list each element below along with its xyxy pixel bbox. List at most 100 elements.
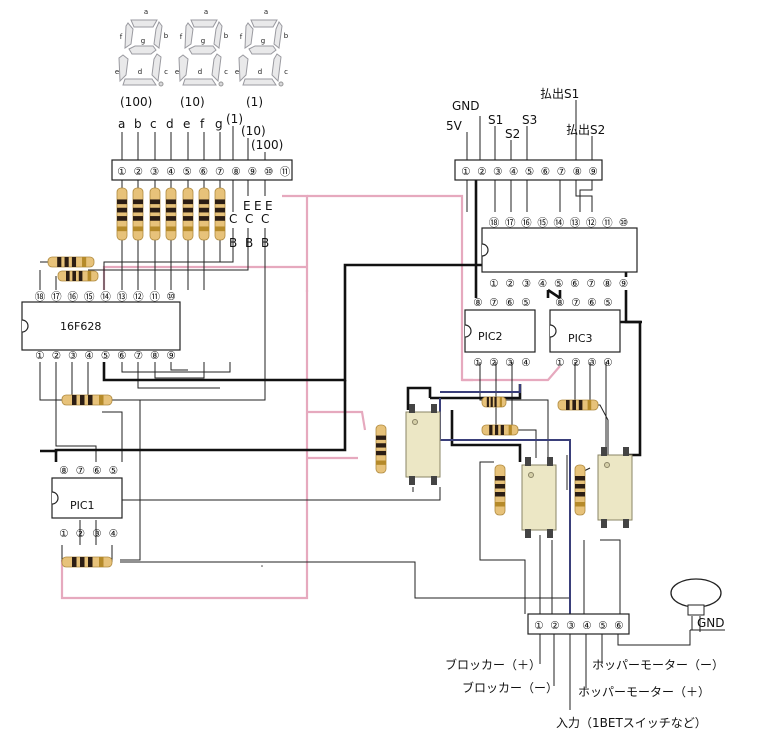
chip-top-pin-6: ⑬ — [117, 291, 128, 303]
resistor — [494, 464, 506, 516]
transistor-leg — [601, 447, 607, 456]
digit-label-10: (10) — [180, 95, 205, 109]
chip-bottom-pin-5: ⑤ — [101, 350, 110, 362]
top-pin-1: ① — [117, 166, 126, 178]
chip-bottom-pin-7: ⑦ — [586, 278, 595, 290]
chip-top-pin-4: ⑤ — [521, 297, 530, 309]
resistor-band — [117, 216, 127, 221]
top-pin-7: ⑦ — [215, 166, 224, 178]
chip-top-pin-4: ⑤ — [109, 465, 118, 477]
resistor-body — [182, 187, 194, 241]
chip-bottom-pin-8: ⑧ — [603, 278, 612, 290]
chip-top-pin-1: ⑧ — [59, 465, 68, 477]
e-label-2: E — [254, 199, 262, 213]
chip-notch — [549, 324, 557, 338]
decimal-point — [158, 81, 164, 87]
segment-g — [188, 45, 217, 55]
chip-top-pin-4: ⑮ — [537, 217, 548, 229]
resistor-band — [489, 425, 493, 435]
resistor-body — [214, 187, 226, 241]
chip-top-pin-7: ⑫ — [133, 291, 144, 303]
transistor-leg — [409, 476, 415, 485]
top-connector-body — [111, 159, 293, 181]
resistor-band — [508, 425, 512, 435]
resistor-body — [198, 187, 210, 241]
right-connector-labels: GND 5V S1 S2 S3 払出S1 払出S2 — [446, 87, 605, 141]
chip-bottom-pin-3: ③ — [505, 357, 514, 369]
chip-bottom-pin-7: ⑦ — [134, 350, 143, 362]
resistor — [57, 270, 99, 282]
segment-letter-a: a — [204, 8, 208, 16]
resistor-band — [490, 397, 493, 407]
chip-top-pin-1: ⑧ — [473, 297, 482, 309]
transistor-leg — [409, 404, 415, 413]
top-pin-3: ③ — [150, 166, 159, 178]
transistor-leg — [547, 457, 553, 466]
resistor-band — [575, 502, 585, 507]
e-label-1: E — [243, 199, 251, 213]
transistor-leg — [431, 476, 437, 485]
right-connector-body — [454, 159, 603, 181]
segment-letter-c: c — [284, 68, 288, 76]
segment-g — [248, 45, 277, 55]
top-pin-11: ⑪ — [280, 166, 291, 178]
resistor-body — [494, 464, 506, 516]
transistor-leg — [623, 447, 629, 456]
chip-bottom-pin-4: ④ — [84, 350, 93, 362]
segment-b — [153, 21, 163, 49]
e-label-3: E — [265, 199, 273, 213]
resistor-band — [117, 226, 127, 232]
resistor-body — [149, 187, 161, 241]
segment-letter-f: f — [240, 33, 243, 41]
top-pin-5: ⑤ — [182, 166, 191, 178]
chip-bottom-pin-2: ② — [505, 278, 514, 290]
bottom-output-labels: ブロッカー（＋） ブロッカー（ー） ホッパーモーター（ー） ホッパーモーター（＋… — [445, 616, 725, 730]
segment-d — [122, 78, 157, 86]
resistor — [214, 187, 226, 241]
resistor-band — [566, 400, 570, 410]
top-pin-10: ⑩ — [264, 166, 273, 178]
resistor-band — [88, 557, 93, 567]
label-input: 入力（1BETスイッチなど） — [556, 716, 707, 730]
chip-top-pin-3: ⑯ — [68, 291, 79, 303]
chip-top-pin-2: ⑦ — [489, 297, 498, 309]
resistor-body — [481, 424, 519, 436]
resistor — [61, 556, 113, 568]
resistor-body — [481, 396, 507, 408]
resistor-body — [57, 270, 99, 282]
resistor-band — [376, 460, 386, 465]
segment-e — [238, 54, 249, 83]
right-pin-9: ⑨ — [588, 166, 597, 178]
signal-label-d: d — [166, 117, 174, 131]
chip-bottom-pin-1: ① — [35, 350, 44, 362]
segment-d — [242, 78, 277, 86]
right-pin-5: ⑤ — [525, 166, 534, 178]
transistor-body — [597, 454, 633, 521]
resistor-band — [494, 397, 497, 407]
transistor-icon — [521, 457, 557, 538]
transistor-dot — [412, 419, 418, 425]
label-s2: S2 — [505, 127, 520, 141]
transistor-dot — [604, 462, 610, 468]
chip-bottom-pin-2: ② — [571, 357, 580, 369]
chip-name: PIC1 — [70, 499, 95, 512]
chip-bottom-pin-4: ④ — [109, 528, 118, 540]
resistor — [574, 464, 586, 516]
resistor-band — [215, 207, 225, 213]
chip-bottom-pin-2: ② — [52, 350, 61, 362]
resistor-band — [80, 395, 85, 405]
chip-top-pin-2: ⑰ — [51, 291, 62, 303]
chip-notch — [51, 491, 59, 505]
transistor-dot — [528, 472, 534, 478]
right-pin-1: ① — [461, 166, 470, 178]
chip-top-pin-1: ⑱ — [489, 217, 500, 229]
resistor — [116, 187, 128, 241]
resistor-band — [572, 400, 576, 410]
chip-bottom-pin-4: ④ — [521, 357, 530, 369]
resistor-band — [215, 226, 225, 232]
common-label-100: (100) — [251, 138, 283, 152]
digit-label-100: (100) — [120, 95, 152, 109]
